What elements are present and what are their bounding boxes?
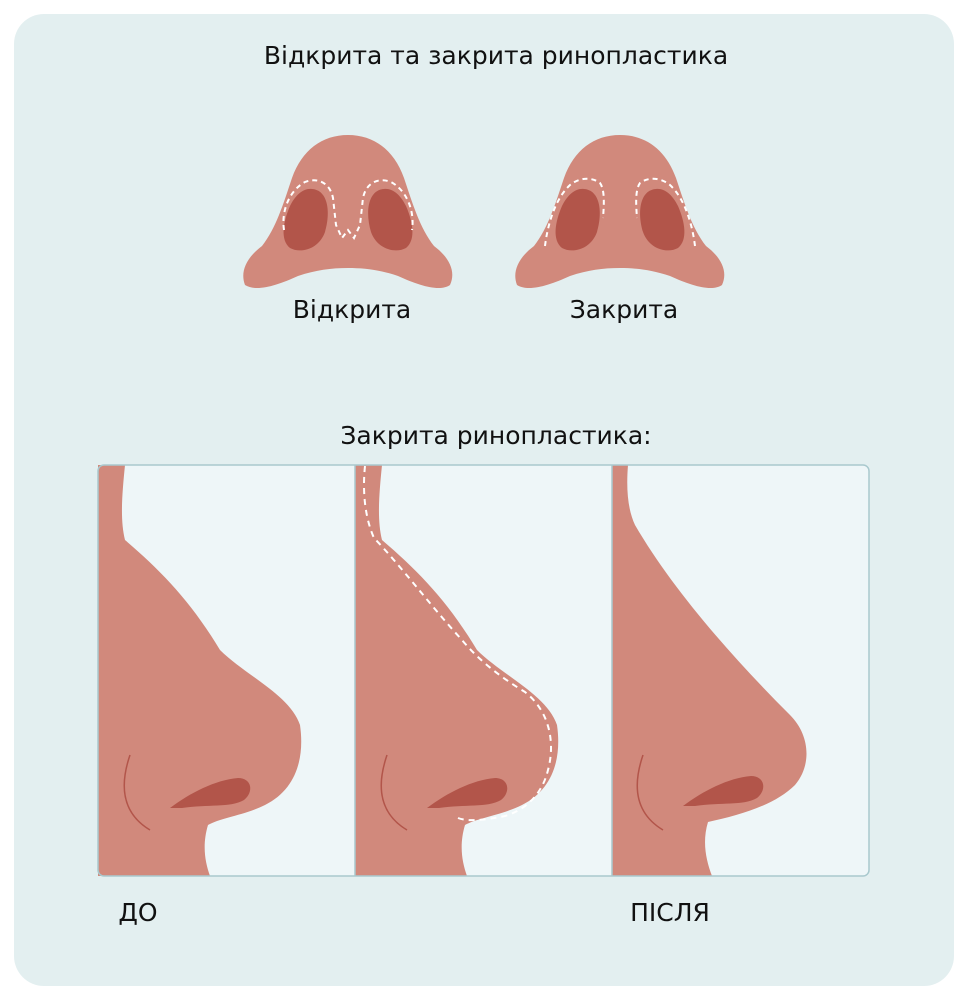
diagram-title: Відкрита та закрита ринопластика bbox=[263, 41, 729, 70]
profile-after-skin bbox=[612, 465, 807, 876]
profile-during-alar-crease bbox=[380, 754, 408, 831]
nose-base-closed bbox=[515, 135, 725, 289]
profile-before-skin bbox=[98, 465, 302, 876]
profile-during bbox=[355, 465, 559, 876]
sequence-heading: Закрита ринопластика: bbox=[340, 421, 652, 450]
profile-before bbox=[98, 465, 302, 876]
profile-before-nostril bbox=[170, 778, 251, 808]
profile-after-alar-crease bbox=[636, 754, 664, 831]
profile-panels-border bbox=[97, 464, 870, 877]
profile-after-nostril bbox=[683, 776, 764, 806]
nostril-right-closed bbox=[640, 188, 685, 251]
profile-before-alar-crease bbox=[123, 754, 151, 831]
incision-closed-left bbox=[544, 177, 605, 247]
nose-base-open bbox=[243, 135, 453, 289]
profile-during-skin bbox=[355, 465, 559, 876]
nostril-left-closed bbox=[555, 188, 600, 251]
profile-during-nostril bbox=[427, 778, 508, 808]
nose-base-open-shape bbox=[243, 135, 453, 289]
incision-closed-right bbox=[635, 177, 696, 247]
nose-base-closed-shape bbox=[515, 135, 725, 289]
nostril-right-open bbox=[368, 188, 413, 251]
open-label: Відкрита bbox=[292, 295, 412, 324]
nostril-left-open bbox=[283, 188, 328, 251]
profile-sequence bbox=[97, 464, 870, 877]
profile-after bbox=[612, 465, 807, 876]
after-label: ПІСЛЯ bbox=[630, 898, 710, 927]
closed-label: Закрита bbox=[569, 295, 679, 324]
before-label: ДО bbox=[118, 898, 158, 927]
incision-open bbox=[282, 179, 414, 240]
